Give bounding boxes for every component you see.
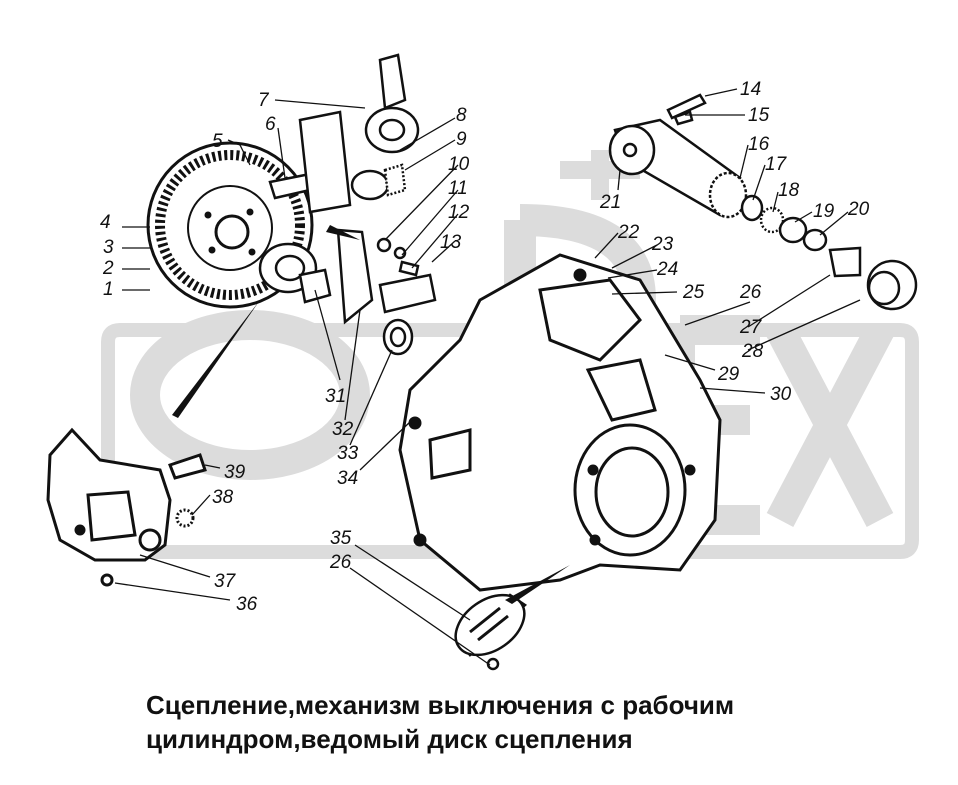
caption-line-1: Сцепление,механизм выключения с рабочим <box>146 690 735 720</box>
callout-label: 39 <box>224 462 246 483</box>
callout-label: 23 <box>651 234 674 255</box>
callout-label: 4 <box>100 212 111 233</box>
callout-label: 11 <box>448 178 468 199</box>
callout-label: 37 <box>214 571 237 592</box>
callout-label: 6 <box>265 114 276 135</box>
callout-label: 15 <box>748 105 770 126</box>
callout-label: 38 <box>212 487 234 508</box>
caption-line-2: цилиндром,ведомый диск сцепления <box>146 724 633 754</box>
leader-lines <box>114 88 861 666</box>
callout-numbers: 1 2 3 4 5 6 7 8 9 10 11 12 13 14 15 16 1… <box>100 79 870 615</box>
callout-label: 9 <box>456 129 467 150</box>
callout-label: 8 <box>456 105 467 126</box>
callout-label: 18 <box>778 180 800 201</box>
diagram-caption: Сцепление,механизм выключения с рабочим … <box>146 688 946 756</box>
callout-label: 19 <box>813 201 835 222</box>
callout-label: 1 <box>103 279 114 300</box>
pointer-wedges <box>172 225 570 604</box>
callout-label: 25 <box>682 282 705 303</box>
callout-label: 35 <box>330 528 352 549</box>
callout-label: 3 <box>103 237 114 258</box>
callout-label: 32 <box>332 419 354 440</box>
callout-label: 17 <box>765 154 788 175</box>
callout-label: 2 <box>102 258 114 279</box>
callout-label: 24 <box>656 259 678 280</box>
callout-label: 14 <box>740 79 761 100</box>
callout-label: 21 <box>599 192 621 213</box>
lower-guard <box>46 427 207 587</box>
clutch-disc <box>146 141 314 309</box>
callout-label: 5 <box>212 131 223 152</box>
callout-label: 10 <box>448 154 470 175</box>
release-fork-parts <box>336 228 437 356</box>
inspection-cover <box>454 593 528 671</box>
callout-label: 34 <box>337 468 358 489</box>
callout-label: 36 <box>236 594 258 615</box>
callout-label: 26 <box>739 282 762 303</box>
release-bearing <box>258 242 332 304</box>
slave-cylinder <box>608 93 918 311</box>
callout-label: 12 <box>448 202 470 223</box>
callout-label: 28 <box>741 341 764 362</box>
clutch-housing <box>398 253 722 592</box>
callout-label: 16 <box>748 134 770 155</box>
callout-label: 20 <box>847 199 870 220</box>
callout-label: 22 <box>617 222 640 243</box>
callout-label: 26 <box>329 552 352 573</box>
callout-label: 31 <box>325 386 346 407</box>
callout-label: 27 <box>739 317 763 338</box>
callout-label: 30 <box>770 384 792 405</box>
callout-label: 33 <box>337 443 359 464</box>
callout-label: 29 <box>717 364 740 385</box>
callout-label: 13 <box>440 232 462 253</box>
callout-label: 7 <box>258 90 270 111</box>
release-fork-assembly <box>268 53 420 214</box>
